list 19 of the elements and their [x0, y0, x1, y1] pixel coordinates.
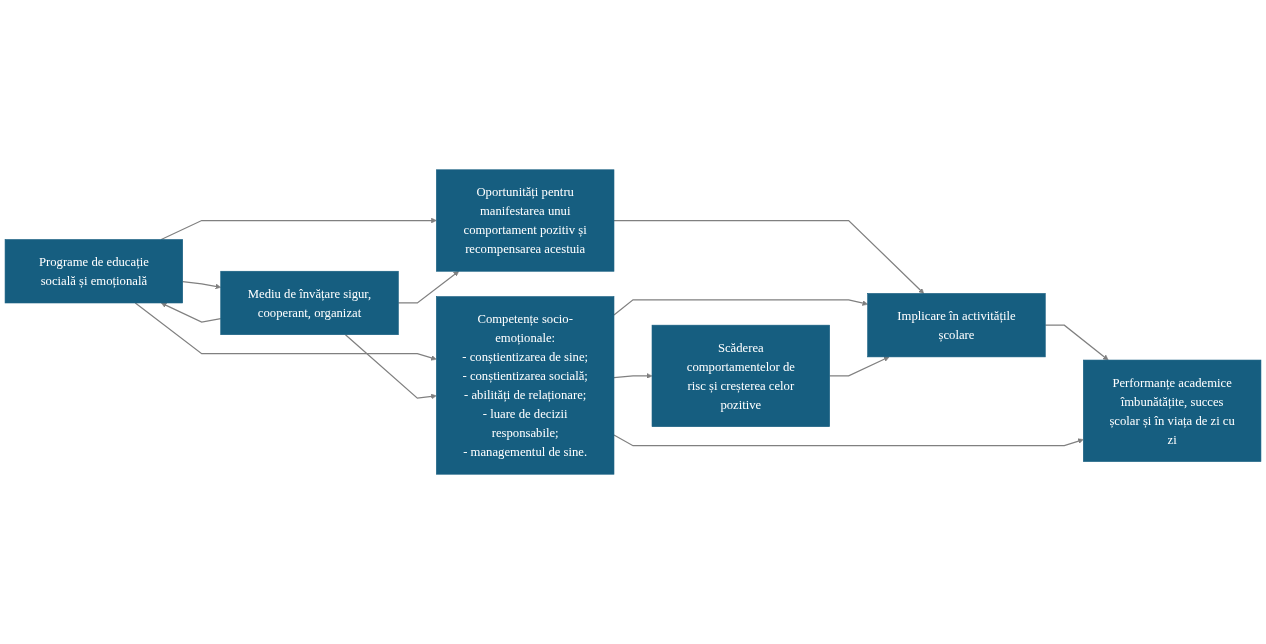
- node-box: Programe de educație socială și emoțională: [4, 239, 183, 304]
- node-box: Competențe socio-emoționale: - conștientizarea de sine; - conștientizarea socială; - abilități de relaționare; - luare de decizii responsabile; - managementul de sine.: [436, 296, 615, 475]
- arrow: [160, 217, 437, 241]
- node-box: Mediu de învățare sigur, cooperant, organizat: [220, 270, 399, 335]
- arrow: [613, 373, 653, 379]
- arrow: [613, 219, 925, 294]
- node-box: Oportunități pentru manifestarea unui comportament pozitiv și recompensarea acestuia: [436, 169, 615, 272]
- node-box: Scăderea comportamentelor de risc și creșterea celor pozitive: [651, 324, 830, 427]
- arrow: [397, 271, 460, 304]
- arrow: [613, 299, 868, 316]
- arrow: [829, 356, 890, 377]
- arrow: [161, 302, 222, 323]
- arrow: [613, 434, 1084, 447]
- arrow: [344, 334, 437, 400]
- arrow: [182, 281, 221, 290]
- node-box: Performanțe academice îmbunătățite, succes școlar și în viața de zi cu zi: [1083, 359, 1262, 462]
- arrow: [134, 302, 437, 361]
- node-box: Implicare în activitățile școlare: [867, 293, 1046, 358]
- arrow: [1044, 324, 1109, 361]
